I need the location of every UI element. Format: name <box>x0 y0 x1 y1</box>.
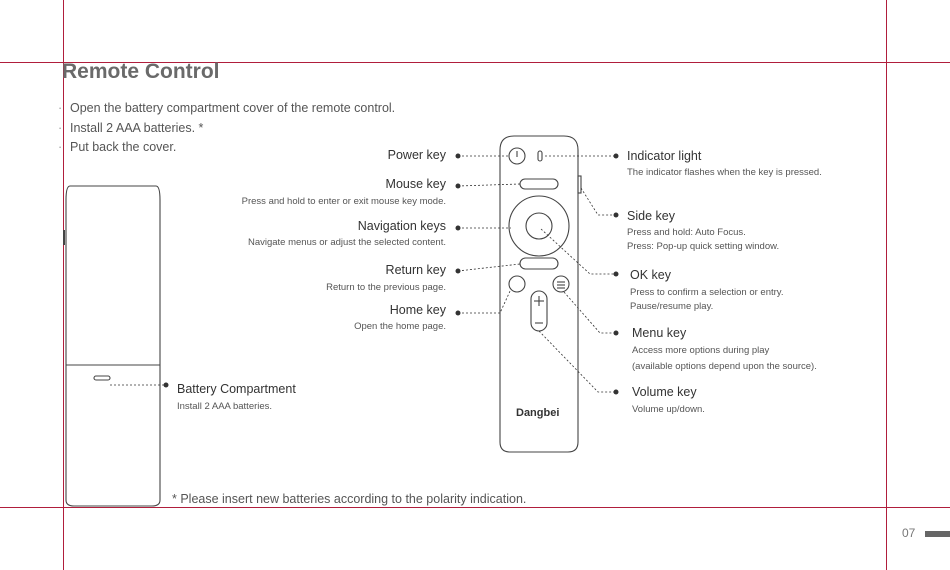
ok-key-label: OK key <box>630 268 671 282</box>
mouse-key-label: Mouse key <box>385 177 446 191</box>
remote-brand-logo: Dangbei <box>516 407 559 419</box>
install-steps: Open the battery compartment cover of th… <box>58 99 395 158</box>
page-number-bar <box>925 531 950 537</box>
return-key-desc: Return to the previous page. <box>326 282 446 293</box>
menu-key-label: Menu key <box>632 326 687 340</box>
indicator-light-label: Indicator light <box>627 149 702 163</box>
power-key-label: Power key <box>387 148 446 162</box>
page-title: Remote Control <box>62 60 220 83</box>
crop-mark-top <box>0 62 950 63</box>
side-key-desc-1: Press and hold: Auto Focus. <box>627 227 746 238</box>
crop-mark-bottom <box>0 507 950 508</box>
page-number: 07 <box>902 526 916 540</box>
home-key-desc: Open the home page. <box>354 321 446 332</box>
navigation-keys-desc: Navigate menus or adjust the selected co… <box>247 237 446 248</box>
menu-key-desc-2: (available options depend upon the sourc… <box>632 361 817 372</box>
remote-front-drawing <box>499 135 582 453</box>
volume-key-label: Volume key <box>632 385 697 399</box>
leader-lines <box>110 155 615 393</box>
battery-footnote: * Please insert new batteries according … <box>172 492 527 506</box>
crop-mark-right <box>886 0 887 570</box>
side-key-desc-2: Press: Pop-up quick setting window. <box>627 241 780 252</box>
ok-key-desc-1: Press to confirm a selection or entry. <box>630 287 784 298</box>
return-key-label: Return key <box>385 263 446 277</box>
volume-key-desc: Volume up/down. <box>632 404 705 415</box>
battery-compartment-label: Battery Compartment <box>177 382 296 396</box>
step-2: Install 2 AAA batteries. * <box>58 119 395 139</box>
step-1: Open the battery compartment cover of th… <box>58 99 395 119</box>
remote-back-drawing <box>63 185 161 507</box>
battery-compartment-desc: Install 2 AAA batteries. <box>177 401 273 412</box>
menu-key-desc-1: Access more options during play <box>632 345 770 356</box>
step-3: Put back the cover. <box>58 138 395 158</box>
mouse-key-desc: Press and hold to enter or exit mouse ke… <box>241 196 446 207</box>
crop-mark-left <box>63 0 64 570</box>
side-key-label: Side key <box>627 209 675 223</box>
navigation-keys-label: Navigation keys <box>357 219 446 233</box>
leader-dots <box>163 153 619 395</box>
ok-key-desc-2: Pause/resume play. <box>630 301 714 312</box>
indicator-light-desc: The indicator flashes when the key is pr… <box>627 167 822 178</box>
home-key-label: Home key <box>389 303 446 317</box>
